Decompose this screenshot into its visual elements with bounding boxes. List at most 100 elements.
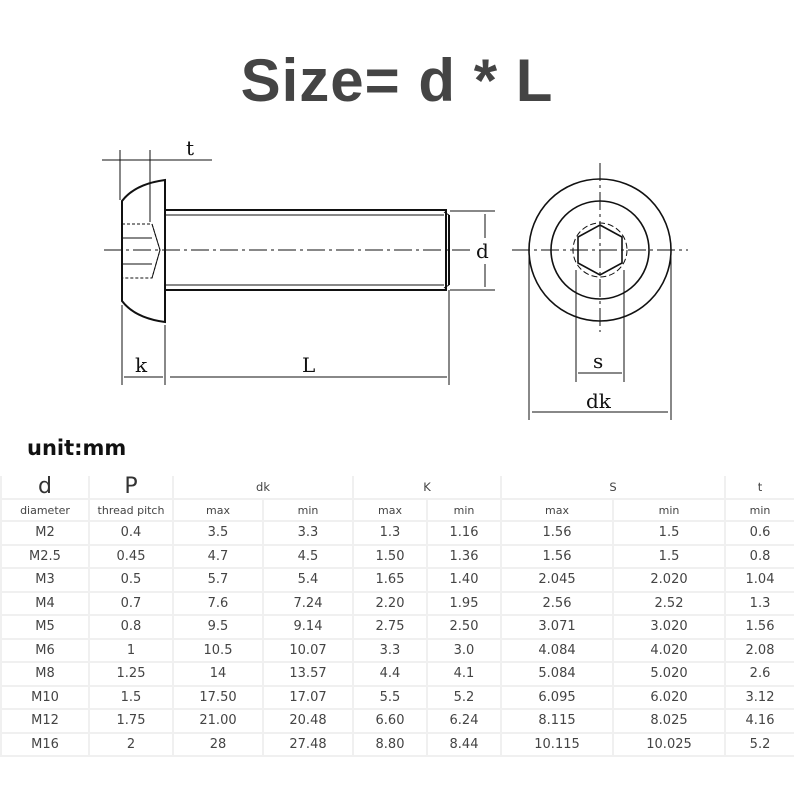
cell: 2.56: [500, 590, 615, 616]
cell: 4.7: [172, 543, 264, 569]
cell: 1.56: [500, 520, 615, 546]
cell: 5.2: [425, 684, 503, 710]
side-view: [102, 150, 495, 385]
cell: M2.5: [0, 543, 90, 569]
cell: 0.5: [88, 567, 174, 593]
cell: 1.25: [88, 661, 174, 687]
cell: 4.4: [352, 661, 428, 687]
cell: 7.24: [262, 590, 354, 616]
cell: 8.115: [500, 708, 615, 734]
header-t: t: [724, 476, 794, 500]
cell: 1.75: [88, 708, 174, 734]
cell: 8.80: [352, 731, 428, 757]
cell: 21.00: [172, 708, 264, 734]
label-dk: dk: [586, 389, 612, 413]
cell: 28: [172, 731, 264, 757]
cell: M3: [0, 567, 90, 593]
cell: 2.52: [612, 590, 727, 616]
cell: 3.5: [172, 520, 264, 546]
header-s: S: [500, 476, 727, 500]
subheader-dk-max: max: [172, 498, 264, 522]
cell: 10.07: [262, 637, 354, 663]
subheader-dk-min: min: [262, 498, 354, 522]
cell: 27.48: [262, 731, 354, 757]
cell: 2.020: [612, 567, 727, 593]
cell: M4: [0, 590, 90, 616]
cell: 4.16: [724, 708, 794, 734]
cell: 0.45: [88, 543, 174, 569]
label-d: d: [476, 239, 489, 263]
cell: 1.36: [425, 543, 503, 569]
cell: 17.07: [262, 684, 354, 710]
cell: 1.50: [352, 543, 428, 569]
cell: 1.40: [425, 567, 503, 593]
cell: 0.4: [88, 520, 174, 546]
cell: 5.7: [172, 567, 264, 593]
cell: 1.5: [612, 520, 727, 546]
cell: 0.6: [724, 520, 794, 546]
cell: 1.56: [724, 614, 794, 640]
cell: 1.3: [352, 520, 428, 546]
cell: 6.020: [612, 684, 727, 710]
cell: 20.48: [262, 708, 354, 734]
subheader-t-min: min: [724, 498, 794, 522]
subheader-s-min: min: [612, 498, 727, 522]
cell: 5.020: [612, 661, 727, 687]
cell: 4.084: [500, 637, 615, 663]
cell: 10.115: [500, 731, 615, 757]
header-p-sub: thread pitch: [88, 498, 174, 522]
cell: 3.020: [612, 614, 727, 640]
cell: 1: [88, 637, 174, 663]
cell: 9.5: [172, 614, 264, 640]
cell: 3.071: [500, 614, 615, 640]
screw-technical-drawing: t k L d s dk: [102, 136, 688, 420]
cell: 4.5: [262, 543, 354, 569]
cell: 2.08: [724, 637, 794, 663]
cell: 6.24: [425, 708, 503, 734]
cell: 6.60: [352, 708, 428, 734]
cell: 3.12: [724, 684, 794, 710]
header-k: K: [351, 476, 503, 500]
cell: 4.020: [612, 637, 727, 663]
label-s: s: [593, 349, 603, 373]
cell: 8.025: [612, 708, 727, 734]
cell: 3.3: [352, 637, 428, 663]
cell: 1.3: [724, 590, 794, 616]
cell: 2: [88, 731, 174, 757]
cell: M6: [0, 637, 90, 663]
cell: 1.5: [88, 684, 174, 710]
end-view: [512, 163, 688, 420]
header-dk: dk: [172, 476, 354, 500]
cell: 0.8: [724, 543, 794, 569]
label-t: t: [186, 136, 194, 160]
cell: 13.57: [262, 661, 354, 687]
cell: 1.5: [612, 543, 727, 569]
cell: 2.045: [500, 567, 615, 593]
unit-label: unit:mm: [27, 436, 127, 460]
cell: 2.75: [352, 614, 428, 640]
cell: 2.20: [352, 590, 428, 616]
cell: 10.5: [172, 637, 264, 663]
cell: 1.16: [425, 520, 503, 546]
subheader-s-max: max: [500, 498, 615, 522]
cell: M2: [0, 520, 90, 546]
cell: 4.1: [425, 661, 503, 687]
cell: 10.025: [612, 731, 727, 757]
cell: 5.5: [352, 684, 428, 710]
cell: 1.95: [425, 590, 503, 616]
cell: 0.7: [88, 590, 174, 616]
cell: M5: [0, 614, 90, 640]
cell: M8: [0, 661, 90, 687]
cell: M10: [0, 684, 90, 710]
cell: 6.095: [500, 684, 615, 710]
cell: 9.14: [262, 614, 354, 640]
